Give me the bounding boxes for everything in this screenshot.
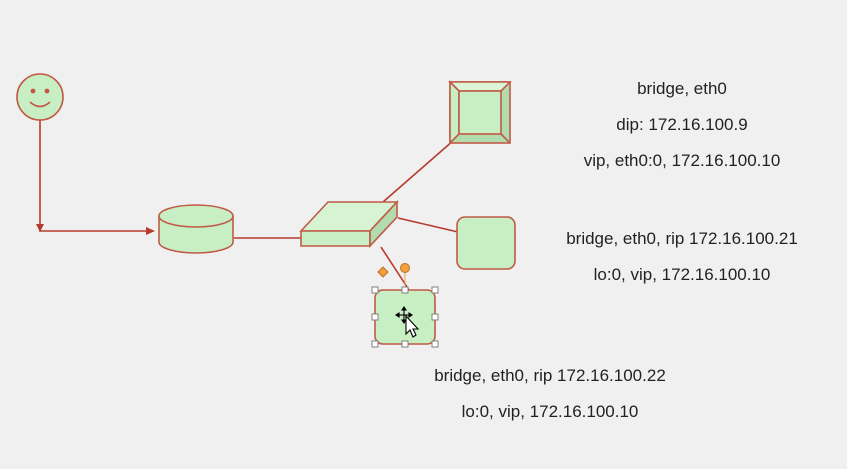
edge-switch-to-director[interactable] <box>382 139 455 203</box>
resize-handle-se[interactable] <box>431 340 439 348</box>
adjust-handle-diamond-icon[interactable] <box>377 266 389 278</box>
resize-handle-sw[interactable] <box>371 340 379 348</box>
rounded-square-icon <box>374 289 436 345</box>
real-server-1-label: bridge, eth0, rip 172.16.100.21 lo:0, vi… <box>537 221 827 293</box>
database-cylinder-icon <box>158 204 234 254</box>
resize-handle-w[interactable] <box>371 313 379 321</box>
resize-handle-e[interactable] <box>431 313 439 321</box>
edge-switch-to-real-server-1[interactable] <box>397 217 459 233</box>
edge-client-to-storage[interactable] <box>39 120 152 232</box>
storage-node[interactable] <box>158 204 234 254</box>
arrowhead-down-icon <box>36 224 44 232</box>
edge-switch-to-real-server-2[interactable] <box>380 246 410 291</box>
director-label: bridge, eth0 dip: 172.16.100.9 vip, eth0… <box>562 71 802 179</box>
connectors <box>36 120 459 291</box>
director-label-line-1: bridge, eth0 <box>637 79 727 98</box>
real-server-2-label: bridge, eth0, rip 172.16.100.22 lo:0, vi… <box>405 358 695 430</box>
switch-node[interactable] <box>299 199 399 249</box>
smiley-icon <box>16 73 64 121</box>
real-server-2-node[interactable] <box>371 263 439 348</box>
resize-handle-nw[interactable] <box>371 286 379 294</box>
real-server-1-label-line-2: lo:0, vip, 172.16.100.10 <box>593 265 771 284</box>
director-label-line-2: dip: 172.16.100.9 <box>616 115 748 134</box>
resize-handle-n[interactable] <box>401 286 409 294</box>
selection-handles[interactable] <box>371 286 439 348</box>
arrowhead-right-icon <box>146 227 155 235</box>
resize-handle-ne[interactable] <box>431 286 439 294</box>
real-server-1-label-line-1: bridge, eth0, rip 172.16.100.21 <box>566 229 798 248</box>
client-node[interactable] <box>16 73 64 121</box>
move-cursor-icon <box>395 306 420 338</box>
director-label-line-3: vip, eth0:0, 172.16.100.10 <box>583 151 781 170</box>
real-server-1-node[interactable] <box>456 216 516 270</box>
director-node[interactable] <box>448 80 512 145</box>
rotate-handle-icon[interactable] <box>400 263 410 288</box>
rounded-square-icon <box>456 216 516 270</box>
real-server-2-label-line-1: bridge, eth0, rip 172.16.100.22 <box>434 366 666 385</box>
resize-handle-s[interactable] <box>401 340 409 348</box>
real-server-2-label-line-2: lo:0, vip, 172.16.100.10 <box>461 402 639 421</box>
server-box-icon <box>448 80 512 145</box>
network-switch-icon <box>299 199 399 249</box>
